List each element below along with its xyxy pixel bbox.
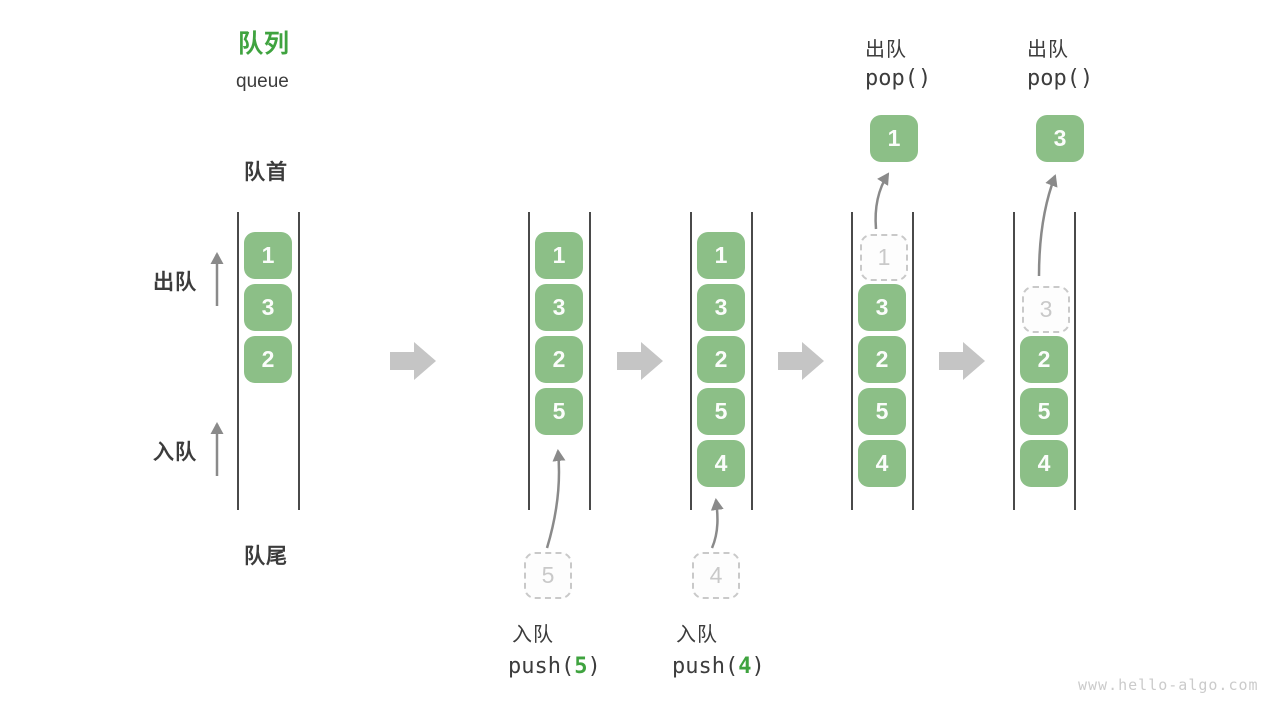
queue-item: 2 xyxy=(1020,336,1068,383)
pop-1-arrow xyxy=(874,172,890,230)
queue-item: 2 xyxy=(697,336,745,383)
code-suffix: ) xyxy=(587,654,601,679)
queue-wall-right-3 xyxy=(751,212,753,510)
enqueue-op-label: 入队 xyxy=(512,624,554,646)
push-5-code: push(5) xyxy=(508,654,601,679)
enqueue-op-label: 入队 xyxy=(676,624,718,646)
queue-item: 5 xyxy=(858,388,906,435)
code-suffix: ) xyxy=(751,654,765,679)
step-arrow-2 xyxy=(617,342,663,380)
queue-wall-left-5 xyxy=(1013,212,1015,510)
queue-wall-left-1 xyxy=(237,212,239,510)
pop-code: pop() xyxy=(1027,66,1094,91)
push-4-arrow xyxy=(710,498,724,549)
code-prefix: push( xyxy=(672,654,739,679)
dequeue-side-label: 出队 xyxy=(153,271,197,294)
queue-item: 2 xyxy=(858,336,906,383)
queue-item: 3 xyxy=(535,284,583,331)
queue-wall-right-1 xyxy=(298,212,300,510)
queue-item: 3 xyxy=(244,284,292,331)
queue-item: 1 xyxy=(535,232,583,279)
step-arrow-1 xyxy=(390,342,436,380)
queue-rear-label: 队尾 xyxy=(244,545,288,568)
enqueue-side-label: 入队 xyxy=(153,441,197,464)
pending-item: 4 xyxy=(692,552,740,599)
step-arrow-3 xyxy=(778,342,824,380)
queue-item: 5 xyxy=(535,388,583,435)
pop-code: pop() xyxy=(865,66,932,91)
code-arg: 5 xyxy=(574,654,588,679)
queue-wall-right-2 xyxy=(589,212,591,510)
queue-item: 1 xyxy=(244,232,292,279)
queue-wall-right-5 xyxy=(1074,212,1076,510)
queue-item: 2 xyxy=(244,336,292,383)
queue-wall-right-4 xyxy=(912,212,914,510)
queue-wall-left-4 xyxy=(851,212,853,510)
push-4-code: push(4) xyxy=(672,654,765,679)
queue-item: 5 xyxy=(1020,388,1068,435)
diagram-title-en: queue xyxy=(236,71,289,92)
queue-wall-left-2 xyxy=(528,212,530,510)
code-arg: 4 xyxy=(738,654,752,679)
queue-item: 3 xyxy=(697,284,745,331)
push-5-arrow xyxy=(545,449,566,549)
queue-item: 4 xyxy=(697,440,745,487)
dequeue-op-label: 出队 xyxy=(1027,39,1069,61)
queue-item: 4 xyxy=(858,440,906,487)
popped-item: 3 xyxy=(1036,115,1084,162)
queue-item: 3 xyxy=(858,284,906,331)
watermark: www.hello-algo.com xyxy=(1078,676,1259,694)
queue-item: 5 xyxy=(697,388,745,435)
queue-item: 4 xyxy=(1020,440,1068,487)
queue-item: 1 xyxy=(697,232,745,279)
diagram-title-zh: 队列 xyxy=(238,30,291,58)
pending-item: 5 xyxy=(524,552,572,599)
queue-front-label: 队首 xyxy=(244,161,288,184)
step-arrow-4 xyxy=(939,342,985,380)
dequeue-op-label: 出队 xyxy=(865,39,907,61)
queue-item: 2 xyxy=(535,336,583,383)
queue-wall-left-3 xyxy=(690,212,692,510)
removed-item-slot: 3 xyxy=(1022,286,1070,333)
pop-3-arrow xyxy=(1037,174,1058,277)
code-prefix: push( xyxy=(508,654,575,679)
removed-item-slot: 1 xyxy=(860,234,908,281)
popped-item: 1 xyxy=(870,115,918,162)
